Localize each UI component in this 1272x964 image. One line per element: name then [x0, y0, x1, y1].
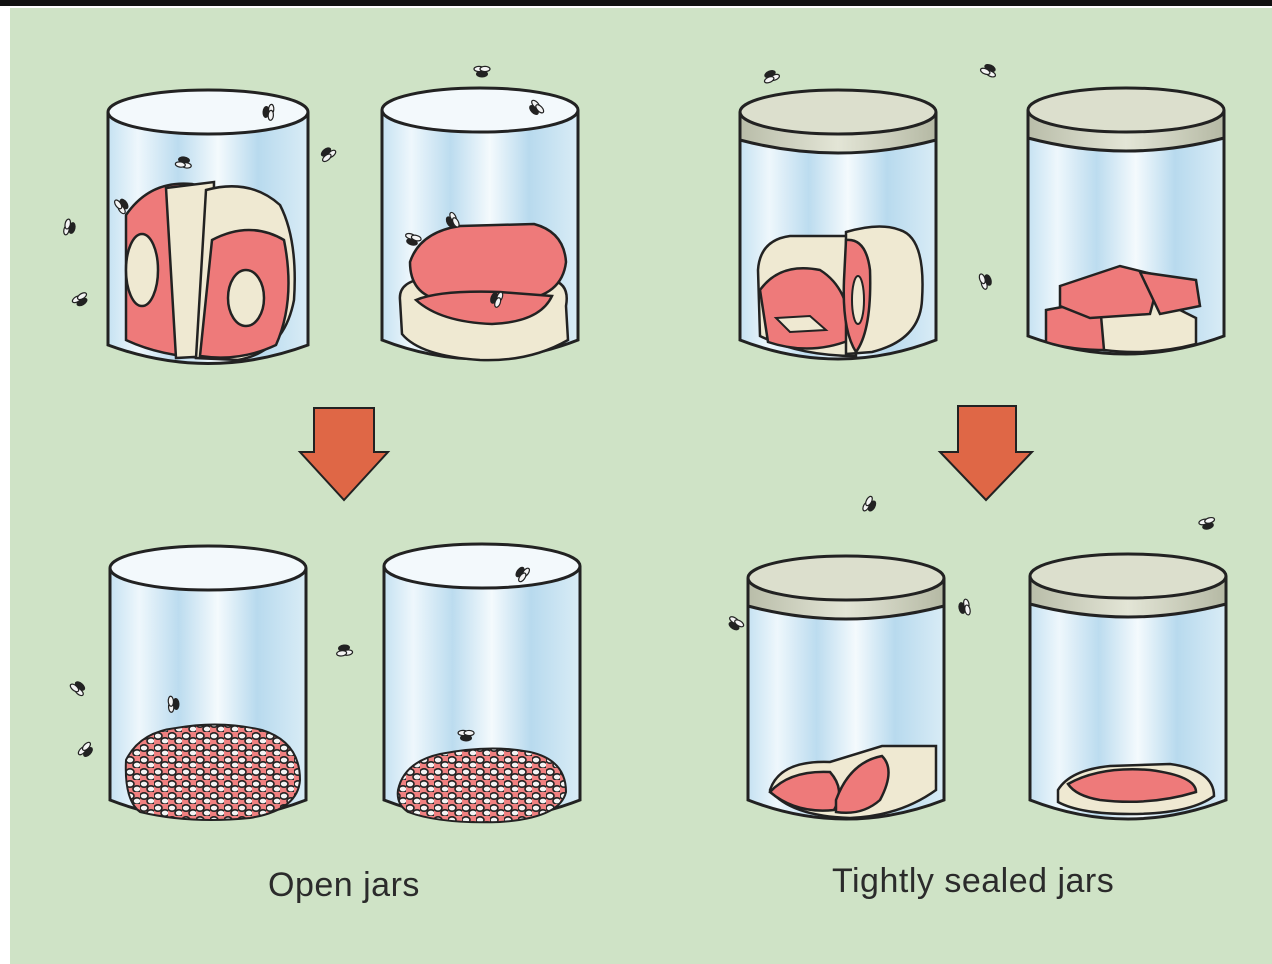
fly-icon	[725, 615, 744, 633]
fly-icon	[980, 62, 999, 79]
fly-icon	[336, 644, 353, 657]
meat-chunks	[126, 182, 295, 360]
fly-icon	[1198, 517, 1216, 532]
fly-icon	[69, 678, 88, 697]
open-jar-2-before	[382, 88, 578, 360]
fly-icon	[862, 495, 879, 514]
fly-icon	[71, 291, 90, 309]
meat-chunks	[758, 226, 923, 356]
maggot-mass	[398, 748, 566, 822]
arrow-open	[300, 408, 388, 500]
fly-icon	[957, 599, 971, 617]
caption-open-jars: Open jars	[268, 866, 420, 905]
caption-sealed-jars: Tightly sealed jars	[832, 862, 1114, 901]
sealed-jar-1-before	[740, 90, 936, 359]
maggot-mass	[126, 724, 300, 820]
sealed-jar-2-before	[1028, 88, 1224, 354]
fly-icon	[761, 68, 780, 84]
fly-icon	[978, 271, 994, 290]
fly-icon	[318, 144, 337, 163]
fly-icon	[474, 66, 490, 77]
open-jar-1-before	[108, 90, 308, 364]
open-jar-2-after	[384, 544, 580, 822]
sealed-jar-1-after	[748, 556, 944, 819]
meat-slab	[400, 224, 568, 360]
fly-icon	[77, 741, 96, 760]
fly-icon	[63, 219, 77, 237]
sealed-jar-2-after	[1030, 554, 1226, 819]
shrunken-meat	[1058, 764, 1214, 814]
arrow-sealed	[940, 406, 1032, 500]
open-jar-1-after	[110, 546, 306, 820]
